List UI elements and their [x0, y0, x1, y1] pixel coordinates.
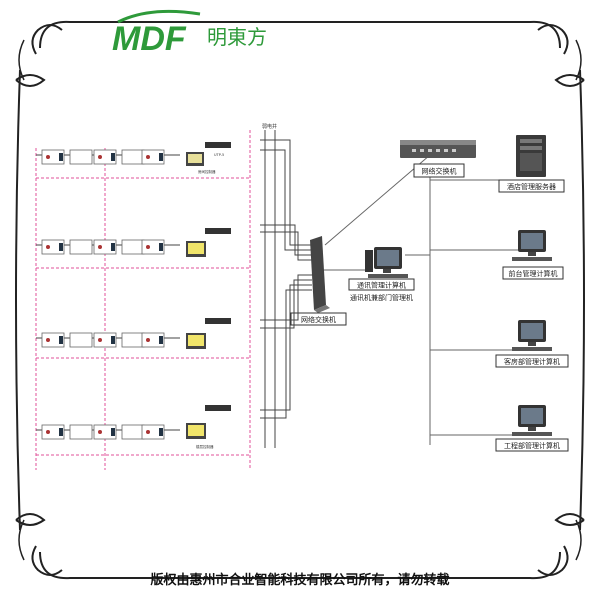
middle-network-switch: 网络交换机	[290, 236, 347, 326]
comm-pc-label: 通讯管理计算机	[357, 281, 406, 290]
logo-swoosh	[117, 9, 201, 24]
floor-pc-label: 楼层控制器	[196, 444, 214, 449]
floor-group-1: UTP-5 房间控制器	[36, 142, 231, 174]
room-controller	[41, 149, 165, 165]
front-desk-label: 前台管理计算机	[509, 269, 558, 278]
logo-mark: MDF	[112, 20, 187, 58]
hotel-server-label: 酒店管理服务器	[507, 182, 556, 191]
front-desk-pc: 前台管理计算机	[502, 230, 564, 280]
hotel-server: 酒店管理服务器	[498, 135, 565, 193]
pink-bus-lines	[35, 130, 251, 470]
logo-name: 明東方	[207, 25, 267, 49]
brand-logo: MDF 明東方	[112, 9, 267, 58]
floor-group-2	[36, 228, 231, 257]
housekeeping-pc: 客房部管理计算机	[495, 320, 569, 368]
engineering-pc: 工程部管理计算机	[495, 405, 569, 452]
top-switch-label: 网络交换机	[422, 167, 457, 176]
housekeeping-label: 客房部管理计算机	[504, 357, 560, 366]
floor-group-4: 楼层控制器	[36, 405, 231, 449]
floor-trunk-lines	[260, 130, 312, 448]
comm-management-pc: 通讯管理计算机 通讯机兼部门管理机	[348, 247, 415, 302]
decorative-frame	[15, 20, 585, 580]
engineering-label: 工程部管理计算机	[504, 441, 560, 450]
right-network-lines	[320, 154, 530, 445]
weak-box-label: 弱电井	[262, 123, 277, 130]
uutp-label: UTP-5	[214, 153, 224, 157]
room-ctrl-label: 房间控制器	[198, 169, 216, 174]
top-network-switch: 网络交换机	[400, 140, 476, 178]
copyright-footer: 版权由惠州市合业智能科技有限公司所有，请勿转载	[150, 572, 449, 588]
middle-switch-label: 网络交换机	[301, 315, 336, 324]
floor-group-3	[36, 318, 231, 349]
comm-pc-sublabel: 通讯机兼部门管理机	[350, 293, 413, 302]
